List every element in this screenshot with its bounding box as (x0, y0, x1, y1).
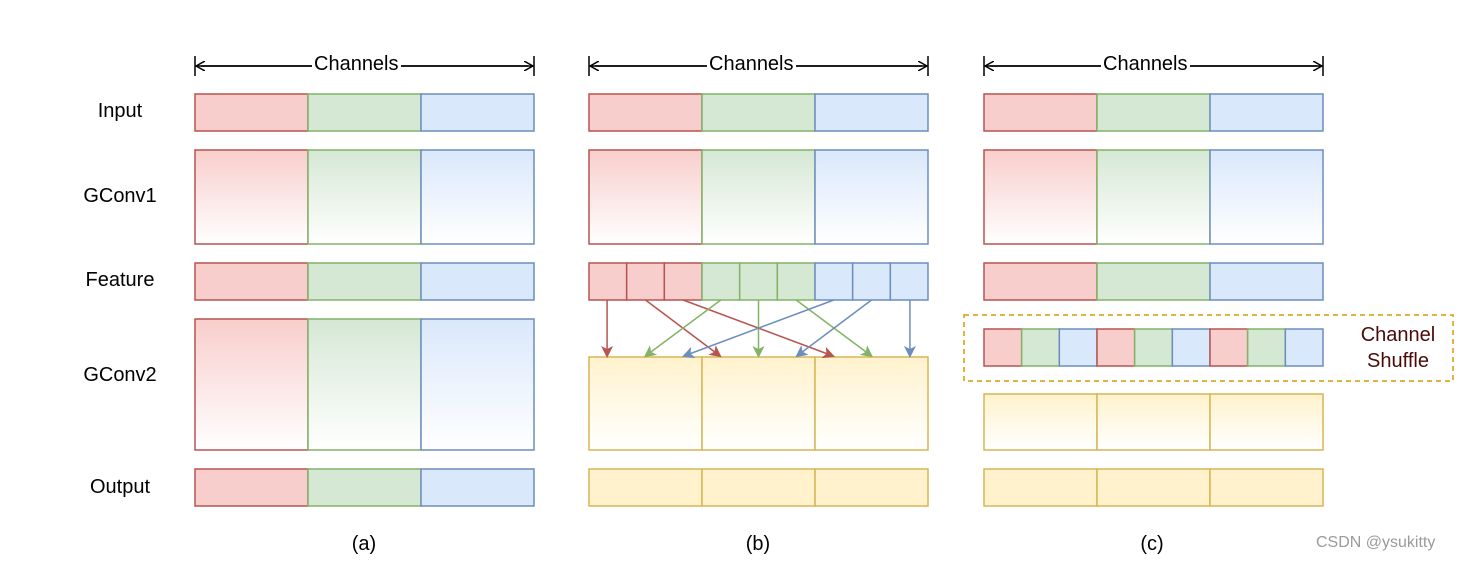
watermark: CSDN @ysukitty (1316, 534, 1436, 551)
row-label-output: Output (89, 476, 151, 498)
shuffle-arrow-blue-to-group-2 (795, 299, 872, 358)
feature-subblock-b-red-2 (625, 262, 666, 301)
row-label-gconv1: GConv1 (83, 185, 157, 207)
output-block-b-1 (588, 468, 703, 507)
channel-shuffle-line2: Shuffle (1367, 350, 1429, 372)
output-block-c-3 (1209, 468, 1324, 507)
input-block-b-blue (814, 93, 929, 132)
feature-block-c-green (1096, 262, 1211, 301)
gconv1-block-c-blue (1209, 149, 1324, 245)
gconv1-block-a-green (307, 149, 422, 245)
input-block-b-red (588, 93, 703, 132)
feature-subblock-b-green-1 (701, 262, 741, 301)
input-block-a-blue (420, 93, 535, 132)
feature-block-a-green (307, 262, 422, 301)
shuffled-channel-c-blue-1 (1058, 328, 1098, 367)
input-block-c-red (983, 93, 1098, 132)
gconv1-block-b-green (701, 149, 816, 245)
shuffled-channel-c-red-1 (983, 328, 1023, 367)
gconv1-block-a-red (194, 149, 309, 245)
output-block-b-2 (701, 468, 816, 507)
channel-shuffle-label: Channel Shuffle (1340, 322, 1456, 374)
feature-subblock-b-blue-3 (889, 262, 929, 301)
channels-label-c: Channels (1101, 53, 1190, 76)
output-block-a-green (307, 468, 422, 507)
channels-label-a: Channels (312, 53, 401, 76)
shuffled-channel-c-blue-3 (1284, 328, 1324, 367)
shuffled-channel-c-red-2 (1096, 328, 1136, 367)
gconv1-block-b-red (588, 149, 703, 245)
gconv2-block-a-red (194, 318, 309, 451)
shuffle-arrow-green-to-group-1 (643, 299, 722, 358)
channels-label-b: Channels (707, 53, 796, 76)
channel-shuffle-line1: Channel (1360, 324, 1436, 346)
shapes-layer (194, 56, 1454, 507)
gconv1-block-a-blue (420, 149, 535, 245)
feature-subblock-b-red-1 (588, 262, 628, 301)
output-block-a-red (194, 468, 309, 507)
gconv2-block-c-3 (1209, 393, 1324, 451)
shuffle-arrow-blue-to-group-1 (682, 299, 835, 359)
gconv2-block-a-blue (420, 318, 535, 451)
gconv2-block-c-2 (1096, 393, 1211, 451)
row-label-input: Input (97, 100, 143, 122)
gconv2-block-c-1 (983, 393, 1098, 451)
gconv1-block-c-green (1096, 149, 1211, 245)
output-block-c-1 (983, 468, 1098, 507)
row-label-gconv2: GConv2 (83, 364, 157, 386)
feature-block-a-blue (420, 262, 535, 301)
gconv2-block-b-1 (588, 356, 703, 451)
feature-subblock-b-green-3 (776, 262, 816, 301)
input-block-b-green (701, 93, 816, 132)
output-block-c-2 (1096, 468, 1211, 507)
caption-b: (b) (745, 533, 771, 555)
shuffled-channel-c-red-3 (1209, 328, 1249, 367)
feature-block-c-red (983, 262, 1098, 301)
input-block-a-green (307, 93, 422, 132)
feature-block-a-red (194, 262, 309, 301)
output-block-a-blue (420, 468, 535, 507)
gconv2-block-a-green (307, 318, 422, 451)
channel-shuffle-box (963, 314, 1454, 382)
input-block-c-blue (1209, 93, 1324, 132)
row-label-feature: Feature (85, 269, 155, 291)
feature-subblock-b-green-2 (738, 262, 779, 301)
gconv1-block-b-blue (814, 149, 929, 245)
caption-a: (a) (351, 533, 377, 555)
shuffled-channel-c-green-1 (1020, 328, 1061, 367)
input-block-c-green (1096, 93, 1211, 132)
gconv2-block-b-2 (701, 356, 816, 451)
shuffled-channel-c-green-2 (1133, 328, 1174, 367)
shuffled-channel-c-green-3 (1246, 328, 1287, 367)
feature-subblock-b-blue-1 (814, 262, 854, 301)
feature-subblock-b-blue-2 (851, 262, 892, 301)
output-block-b-3 (814, 468, 929, 507)
feature-subblock-b-red-3 (663, 262, 703, 301)
arrows-layer (601, 299, 916, 359)
shuffled-channel-c-blue-2 (1171, 328, 1211, 367)
caption-c: (c) (1140, 533, 1164, 555)
gconv2-block-b-3 (814, 356, 929, 451)
gconv1-block-c-red (983, 149, 1098, 245)
feature-block-c-blue (1209, 262, 1324, 301)
input-block-a-red (194, 93, 309, 132)
